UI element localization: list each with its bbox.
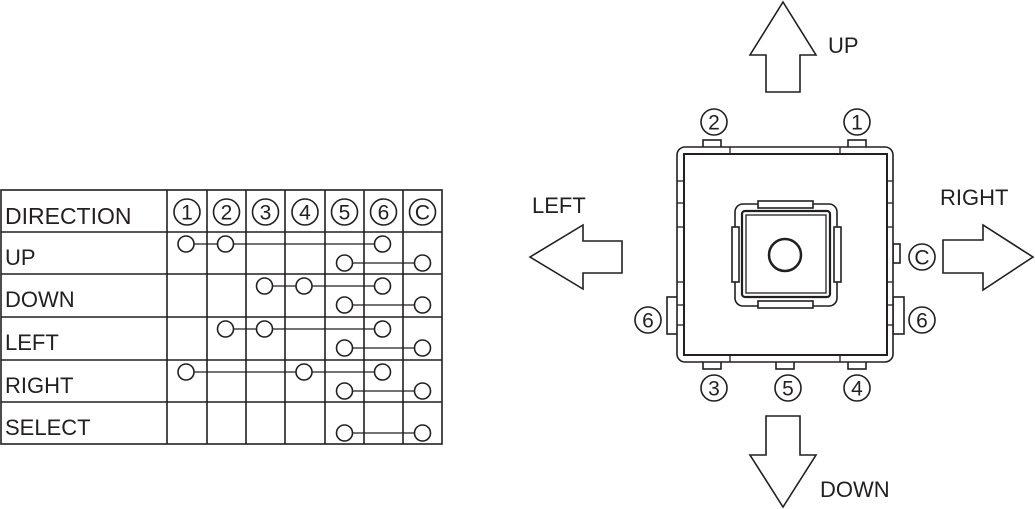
connection-down-lower bbox=[335, 296, 432, 314]
contact-point-5 bbox=[335, 382, 354, 400]
contact-point-1 bbox=[177, 235, 195, 253]
label-right: RIGHT bbox=[940, 185, 1008, 210]
right-arrow-icon bbox=[942, 223, 1035, 292]
switch-housing bbox=[676, 146, 894, 363]
terminal-header-2-text: 2 bbox=[221, 202, 233, 225]
terminal-header-1-text: 1 bbox=[181, 202, 193, 225]
pin-label-right-side: 6 bbox=[908, 306, 936, 334]
connection-up-upper bbox=[177, 235, 392, 253]
table-header-direction: DIRECTION bbox=[5, 203, 132, 229]
terminal-header-4-text: 4 bbox=[299, 202, 311, 225]
terminal-header-3: 3 bbox=[251, 198, 280, 226]
terminal-header-3-text: 3 bbox=[260, 202, 272, 225]
up-arrow-icon bbox=[748, 0, 818, 93]
pin-label-right-common: C bbox=[908, 243, 936, 271]
contact-point-5 bbox=[335, 339, 354, 357]
terminal-header-1: 1 bbox=[173, 198, 201, 226]
pin-c-tab bbox=[892, 243, 901, 264]
terminal-header-5-text: 5 bbox=[339, 202, 351, 225]
direction-truth-table: DIRECTION 1 2 3 4 5 6 C UP DOWN LEFT RIGHT SELECT bbox=[0, 189, 443, 445]
left-arrow-icon bbox=[528, 223, 623, 291]
contact-point-c bbox=[413, 339, 432, 357]
label-up: UP bbox=[828, 33, 859, 58]
switch-body bbox=[666, 139, 905, 370]
button-center-dimple bbox=[767, 237, 803, 273]
connection-up-lower bbox=[335, 254, 432, 272]
terminal-header-6: 6 bbox=[369, 198, 398, 226]
pin-label-bottom-left-text: 3 bbox=[708, 378, 720, 401]
row-label-right: RIGHT bbox=[5, 373, 73, 398]
contact-point-4 bbox=[295, 277, 313, 295]
label-left: LEFT bbox=[532, 193, 586, 218]
contact-point-c bbox=[413, 254, 432, 272]
pin-label-top-left: 2 bbox=[700, 108, 728, 136]
pin-label-bottom-center: 5 bbox=[774, 374, 802, 402]
pin-label-top-right: 1 bbox=[843, 108, 871, 136]
row-label-left: LEFT bbox=[5, 330, 59, 355]
contact-point-6 bbox=[373, 320, 392, 338]
contact-point-3 bbox=[255, 277, 274, 295]
terminal-header-5: 5 bbox=[330, 198, 359, 226]
contact-point-4 bbox=[295, 363, 313, 381]
terminal-header-c: C bbox=[408, 198, 437, 226]
connection-left-upper bbox=[216, 320, 392, 338]
contact-point-5 bbox=[335, 296, 354, 314]
contact-point-c bbox=[413, 424, 432, 442]
contact-point-6 bbox=[373, 277, 392, 295]
down-arrow-icon bbox=[748, 415, 818, 509]
pin-labels: 2 1C 6 6 3 5 4 bbox=[634, 108, 936, 402]
contact-point-2 bbox=[216, 320, 235, 338]
pin-label-bottom-right: 4 bbox=[843, 374, 871, 402]
contact-point-1 bbox=[177, 363, 195, 381]
contact-point-5 bbox=[335, 254, 354, 272]
connection-right-upper bbox=[177, 363, 392, 381]
contact-point-5 bbox=[335, 424, 354, 442]
pin-label-left-side: 6 bbox=[634, 306, 662, 334]
pin-6-right-tab bbox=[892, 296, 905, 335]
contact-point-c bbox=[413, 296, 432, 314]
row-label-down: DOWN bbox=[5, 287, 75, 312]
label-down: DOWN bbox=[820, 477, 890, 502]
pin-label-right-side-text: 6 bbox=[916, 310, 928, 333]
terminal-header-2: 2 bbox=[212, 198, 241, 226]
direction-arrows: UP DOWN LEFT RIGHT bbox=[528, 0, 1035, 509]
connection-left-lower bbox=[335, 339, 432, 357]
terminal-header-c-text: C bbox=[415, 202, 430, 225]
terminal-header-4: 4 bbox=[291, 198, 319, 226]
contact-point-2 bbox=[216, 235, 235, 253]
row-label-select: SELECT bbox=[5, 415, 91, 440]
connection-select-lower bbox=[335, 424, 432, 442]
contact-point-c bbox=[413, 382, 432, 400]
pin-label-bottom-right-text: 4 bbox=[851, 378, 863, 401]
connection-down-upper bbox=[255, 277, 392, 295]
pin-label-bottom-center-text: 5 bbox=[782, 378, 794, 401]
pin-label-top-left-text: 2 bbox=[708, 112, 720, 135]
connection-right-lower bbox=[335, 382, 432, 400]
row-label-up: UP bbox=[5, 245, 36, 270]
button-cap bbox=[740, 209, 832, 299]
contact-point-6 bbox=[373, 363, 392, 381]
pin-label-bottom-left: 3 bbox=[700, 374, 728, 402]
pin-label-left-side-text: 6 bbox=[642, 310, 654, 333]
switch-frame bbox=[683, 153, 888, 356]
contact-point-6 bbox=[373, 235, 392, 253]
terminal-header-6-text: 6 bbox=[378, 202, 390, 225]
pin-label-top-right-text: 1 bbox=[851, 112, 863, 135]
pin-label-right-common-text: C bbox=[914, 247, 929, 270]
contact-point-3 bbox=[255, 320, 274, 338]
